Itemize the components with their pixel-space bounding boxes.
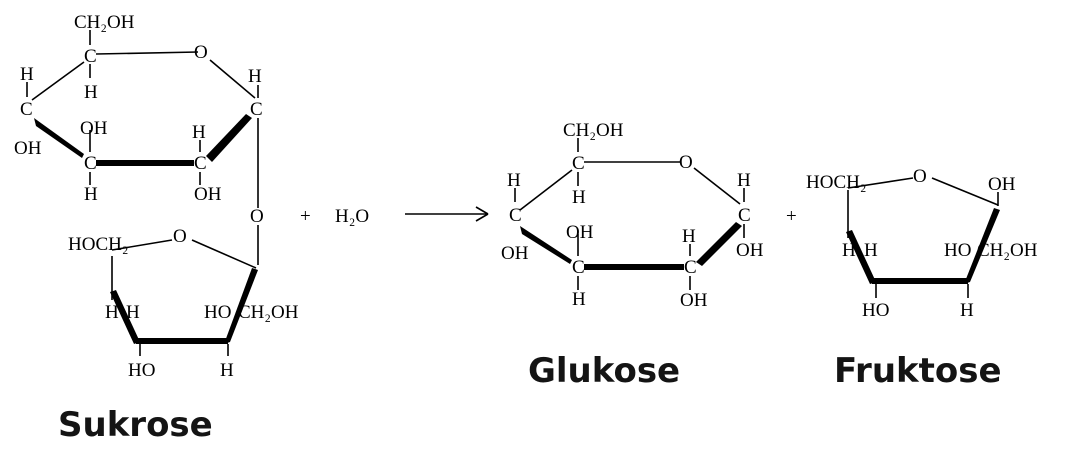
glucose-c2-h-label: H bbox=[682, 226, 696, 247]
fructose-bottom-ho-label: HO bbox=[862, 300, 889, 321]
glucose-c3-oh-label: OH bbox=[566, 222, 594, 243]
glucose-c1-h-label: H bbox=[737, 170, 751, 191]
fructose-h-right: H bbox=[864, 240, 878, 261]
glucose-c3-h-label: H bbox=[572, 289, 586, 310]
sucrose-glucose-ring: CH₂OH C H O H C H C OH OH C H H C OH O bbox=[14, 12, 264, 227]
sucrose-c2-oh-label: OH bbox=[194, 184, 222, 205]
sucrose-c4-oh-label: OH bbox=[14, 138, 42, 159]
sucrose-fructose-ho-label: HO bbox=[204, 302, 231, 323]
fructose-oh-top-label: OH bbox=[988, 174, 1016, 195]
plus-sign-products: + bbox=[786, 206, 797, 227]
sucrose-c4-label: C bbox=[20, 99, 33, 120]
sucrose-glycosidic-o-label: O bbox=[250, 206, 264, 227]
sucrose-fructose-h-right: H bbox=[126, 302, 140, 323]
fructose-ring: HOCH₂ O OH H H HO CH₂OH HO H bbox=[806, 166, 1038, 321]
sucrose-c5-h-label: H bbox=[84, 82, 98, 103]
glucose-c5-h-label: H bbox=[572, 187, 586, 208]
glucose-c4-h-label: H bbox=[507, 170, 521, 191]
glucose-c5-label: C bbox=[572, 153, 585, 174]
glucose-c4-label: C bbox=[509, 205, 522, 226]
plus-sign-reactants: + bbox=[300, 206, 311, 227]
sucrose-c5-label: C bbox=[84, 46, 97, 67]
glucose-c1-oh-label: OH bbox=[736, 240, 764, 261]
fructose-h-left: H bbox=[842, 240, 856, 261]
sucrose-c3-h-label: H bbox=[84, 184, 98, 205]
sucrose-c1-h-label: H bbox=[248, 66, 262, 87]
sucrose-c2-label: C bbox=[194, 153, 207, 174]
fructose-ring-o-label: O bbox=[913, 166, 927, 187]
sucrose-c1-label: C bbox=[250, 99, 263, 120]
sucrose-hoch2-label: HOCH₂ bbox=[68, 234, 128, 255]
sucrose-fructose-bottom-ho-label: HO bbox=[128, 360, 155, 381]
sucrose-fructose-bottom-h-label: H bbox=[220, 360, 234, 381]
sucrose-fructose-h-left: H bbox=[105, 302, 119, 323]
fructose-hoch2-label: HOCH₂ bbox=[806, 172, 866, 193]
sucrose-ring-o-label: O bbox=[194, 42, 208, 63]
sucrose-fructose-ch2oh-label: CH₂OH bbox=[238, 302, 299, 323]
fructose-ho-label: HO bbox=[944, 240, 971, 261]
glucose-c1-label: C bbox=[738, 205, 751, 226]
sucrose-ch2oh-label: CH₂OH bbox=[74, 12, 135, 33]
glucose-ring: CH₂OH C H O H C OH H C OH OH C H H C OH bbox=[501, 120, 764, 311]
sucrose-fructose-ring-o-label: O bbox=[173, 226, 187, 247]
fructose-ch2oh-label: CH₂OH bbox=[977, 240, 1038, 261]
sucrose-fructose-ring: HOCH₂ O H H HO CH₂OH HO H bbox=[68, 225, 299, 381]
glucose-ch2oh-label: CH₂OH bbox=[563, 120, 624, 141]
reaction-arrow bbox=[405, 206, 489, 222]
glucose-ring-o-label: O bbox=[679, 152, 693, 173]
sucrose-c2-h-label: H bbox=[192, 122, 206, 143]
sucrose-c4-h-label: H bbox=[20, 64, 34, 85]
sucrose-c3-oh-label: OH bbox=[80, 118, 108, 139]
sucrose-c3-label: C bbox=[84, 153, 97, 174]
glucose-c4-oh-label: OH bbox=[501, 243, 529, 264]
fructose-caption: Fruktose bbox=[834, 351, 1002, 391]
fructose-bottom-h-label: H bbox=[960, 300, 974, 321]
glucose-c2-oh-label: OH bbox=[680, 290, 708, 311]
glucose-c3-label: C bbox=[572, 257, 585, 278]
water-label: H₂O bbox=[335, 206, 369, 227]
sucrose-caption: Sukrose bbox=[58, 405, 213, 445]
glucose-c2-label: C bbox=[684, 257, 697, 278]
glucose-caption: Glukose bbox=[528, 351, 680, 391]
